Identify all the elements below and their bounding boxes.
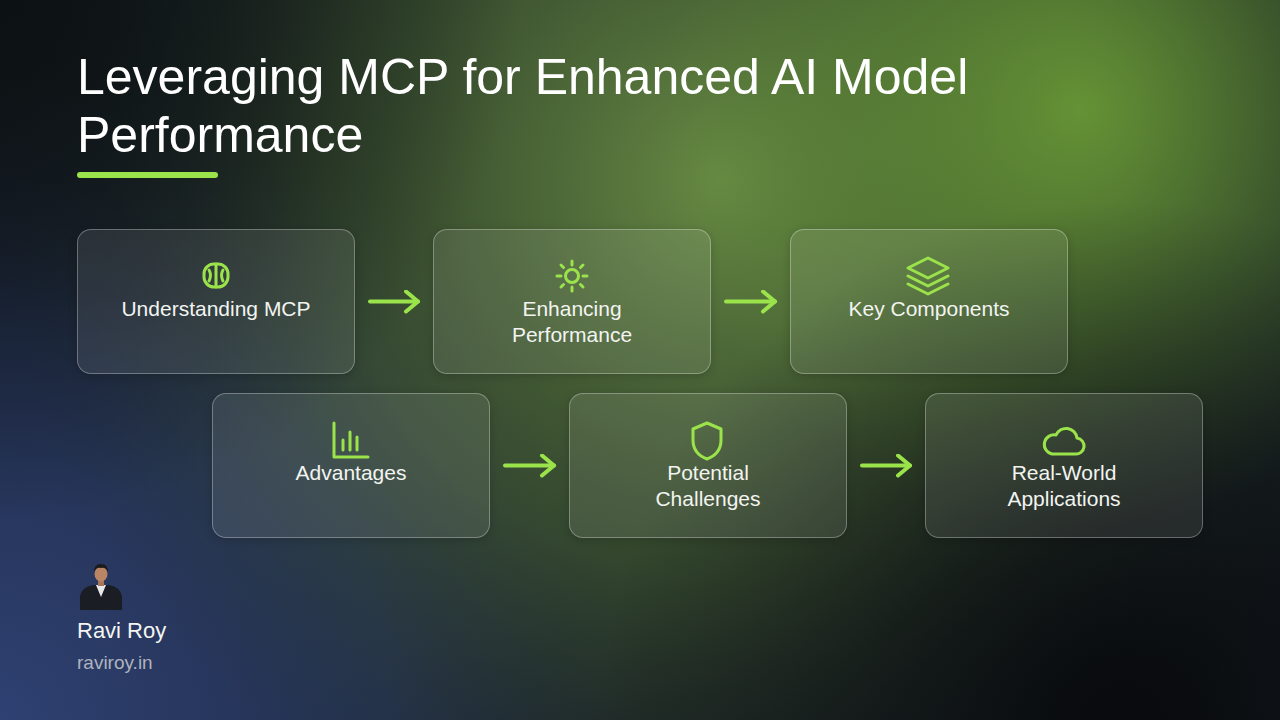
flow-arrow bbox=[862, 464, 910, 468]
flow-connector-group bbox=[505, 465, 554, 466]
avatar-hair bbox=[94, 564, 108, 572]
icon-stroke bbox=[343, 432, 357, 450]
icon-stroke bbox=[908, 258, 948, 278]
bar-chart-icon bbox=[334, 423, 368, 457]
shield-icon bbox=[693, 423, 721, 459]
box-label: Advantages bbox=[296, 460, 407, 486]
title-underline bbox=[77, 172, 218, 178]
avatar-suit bbox=[80, 585, 122, 610]
icon-stroke bbox=[908, 276, 948, 286]
process-box: Understanding MCP bbox=[77, 229, 355, 374]
icon-stroke bbox=[204, 264, 228, 287]
avatar-shirt bbox=[96, 585, 106, 597]
box-label: Enhancing Performance bbox=[497, 296, 647, 348]
icon-stroke bbox=[908, 284, 948, 294]
icon-stroke bbox=[693, 423, 721, 459]
diagram-title: Leveraging MCP for Enhanced AI Model Per… bbox=[77, 48, 1057, 164]
icon-stroke bbox=[334, 423, 368, 457]
layers-icon bbox=[908, 258, 948, 294]
icon-stroke bbox=[1044, 428, 1084, 454]
avatar-head bbox=[95, 567, 108, 582]
process-box: Real-World Applications bbox=[925, 393, 1203, 538]
brain-icon bbox=[204, 264, 228, 287]
process-box: Enhancing Performance bbox=[433, 229, 711, 374]
box-label: Understanding MCP bbox=[121, 296, 310, 322]
author-name: Ravi Roy bbox=[77, 617, 166, 645]
icon-stroke bbox=[215, 264, 218, 287]
flow-connector-group bbox=[370, 301, 418, 302]
author-website: raviroy.in bbox=[77, 650, 153, 675]
icon-stroke bbox=[209, 270, 223, 281]
flow-connector-group bbox=[862, 465, 910, 466]
flow-arrow bbox=[370, 300, 418, 304]
cloud-icon bbox=[1044, 428, 1084, 454]
process-box: Potential Challenges bbox=[569, 393, 847, 538]
author-avatar bbox=[80, 564, 122, 610]
process-box: Advantages bbox=[212, 393, 490, 538]
process-box: Key Components bbox=[790, 229, 1068, 374]
sun-icon bbox=[557, 261, 587, 291]
flow-arrow bbox=[726, 300, 775, 304]
box-label: Potential Challenges bbox=[633, 460, 783, 512]
box-label: Real-World Applications bbox=[989, 460, 1139, 512]
flow-arrow bbox=[505, 464, 554, 468]
flow-connector-group bbox=[726, 301, 775, 302]
box-label: Key Components bbox=[848, 296, 1009, 322]
icon-stroke bbox=[566, 270, 579, 283]
icon-stroke bbox=[557, 261, 587, 291]
